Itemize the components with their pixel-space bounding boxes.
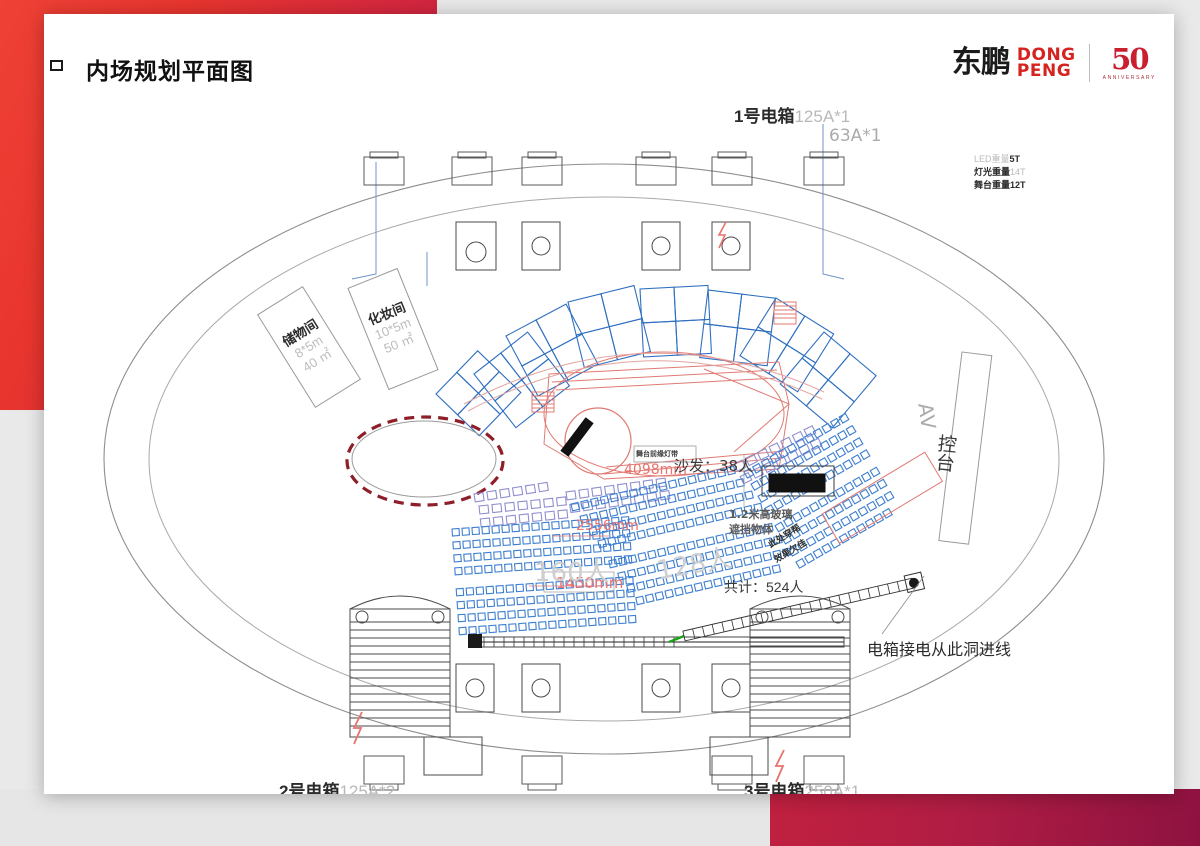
slide-header: 内场规划平面图 东鹏 DONG PENG 50 ANNIVERSARY — [44, 14, 1174, 106]
anniversary-label: ANNIVERSARY — [1102, 75, 1156, 81]
brand-logo-en-line1: DONG — [1016, 44, 1076, 65]
brand-logo-en-line2: PENG — [1016, 61, 1072, 81]
power-box-2-label: 2号电箱125A*2 — [279, 777, 395, 794]
weight-lighting-label: 灯光重量 — [974, 167, 1011, 177]
weight-led-value: 5T — [1009, 154, 1021, 164]
weight-stage-value: 12T — [1010, 180, 1026, 190]
total-count-label: 共计：524人 — [724, 577, 803, 597]
power-box-2-name: 2号电箱 — [279, 782, 340, 794]
anniversary-mark: 50 ANNIVERSARY — [1103, 45, 1156, 81]
brand-logo: 东鹏 DONG PENG 50 ANNIVERSARY — [952, 37, 1156, 89]
brand-logo-cn: 东鹏 — [951, 45, 1011, 80]
weight-stage: 舞台重量12T — [974, 178, 1026, 191]
weight-led-label: LED重量 — [974, 154, 1010, 164]
weight-lighting-value: 14T — [1010, 167, 1026, 177]
power-box-1-name: 1号电箱 — [734, 107, 795, 126]
weight-led: LED重量5T — [974, 152, 1020, 165]
power-box-2-spec1: 125A*2 — [339, 782, 396, 794]
page-title: 内场规划平面图 — [86, 59, 254, 85]
floorplan-vector — [103, 124, 1105, 791]
power-box-3-name: 3号电箱 — [744, 782, 805, 794]
power-box-3-label: 3号电箱250A*1 — [744, 777, 860, 794]
brand-logo-en: DONG PENG — [1016, 44, 1076, 81]
square-bullet-icon — [50, 60, 63, 71]
brand-logo-divider — [1088, 44, 1090, 82]
power-box-3-spec1: 250A*1 — [804, 782, 861, 794]
power-box-1-label: 1号电箱125A*1 — [734, 102, 850, 127]
floorplan-diagram: 1号电箱125A*1 63A*1 LED重量5T 灯光重量14T 舞台重量12T… — [44, 74, 1174, 794]
weight-lighting: 灯光重量14T — [974, 165, 1026, 178]
decorative-band-bottom-left — [0, 789, 772, 846]
slide-canvas: 内场规划平面图 东鹏 DONG PENG 50 ANNIVERSARY — [44, 14, 1174, 794]
power-box-1-spec1: 125A*1 — [794, 107, 851, 126]
total-count-text: 共计：524人 — [724, 579, 804, 595]
decorative-band-bottom-right — [770, 789, 1200, 846]
anniversary-number: 50 — [1111, 42, 1149, 76]
weight-stage-label: 舞台重量 — [974, 180, 1011, 190]
